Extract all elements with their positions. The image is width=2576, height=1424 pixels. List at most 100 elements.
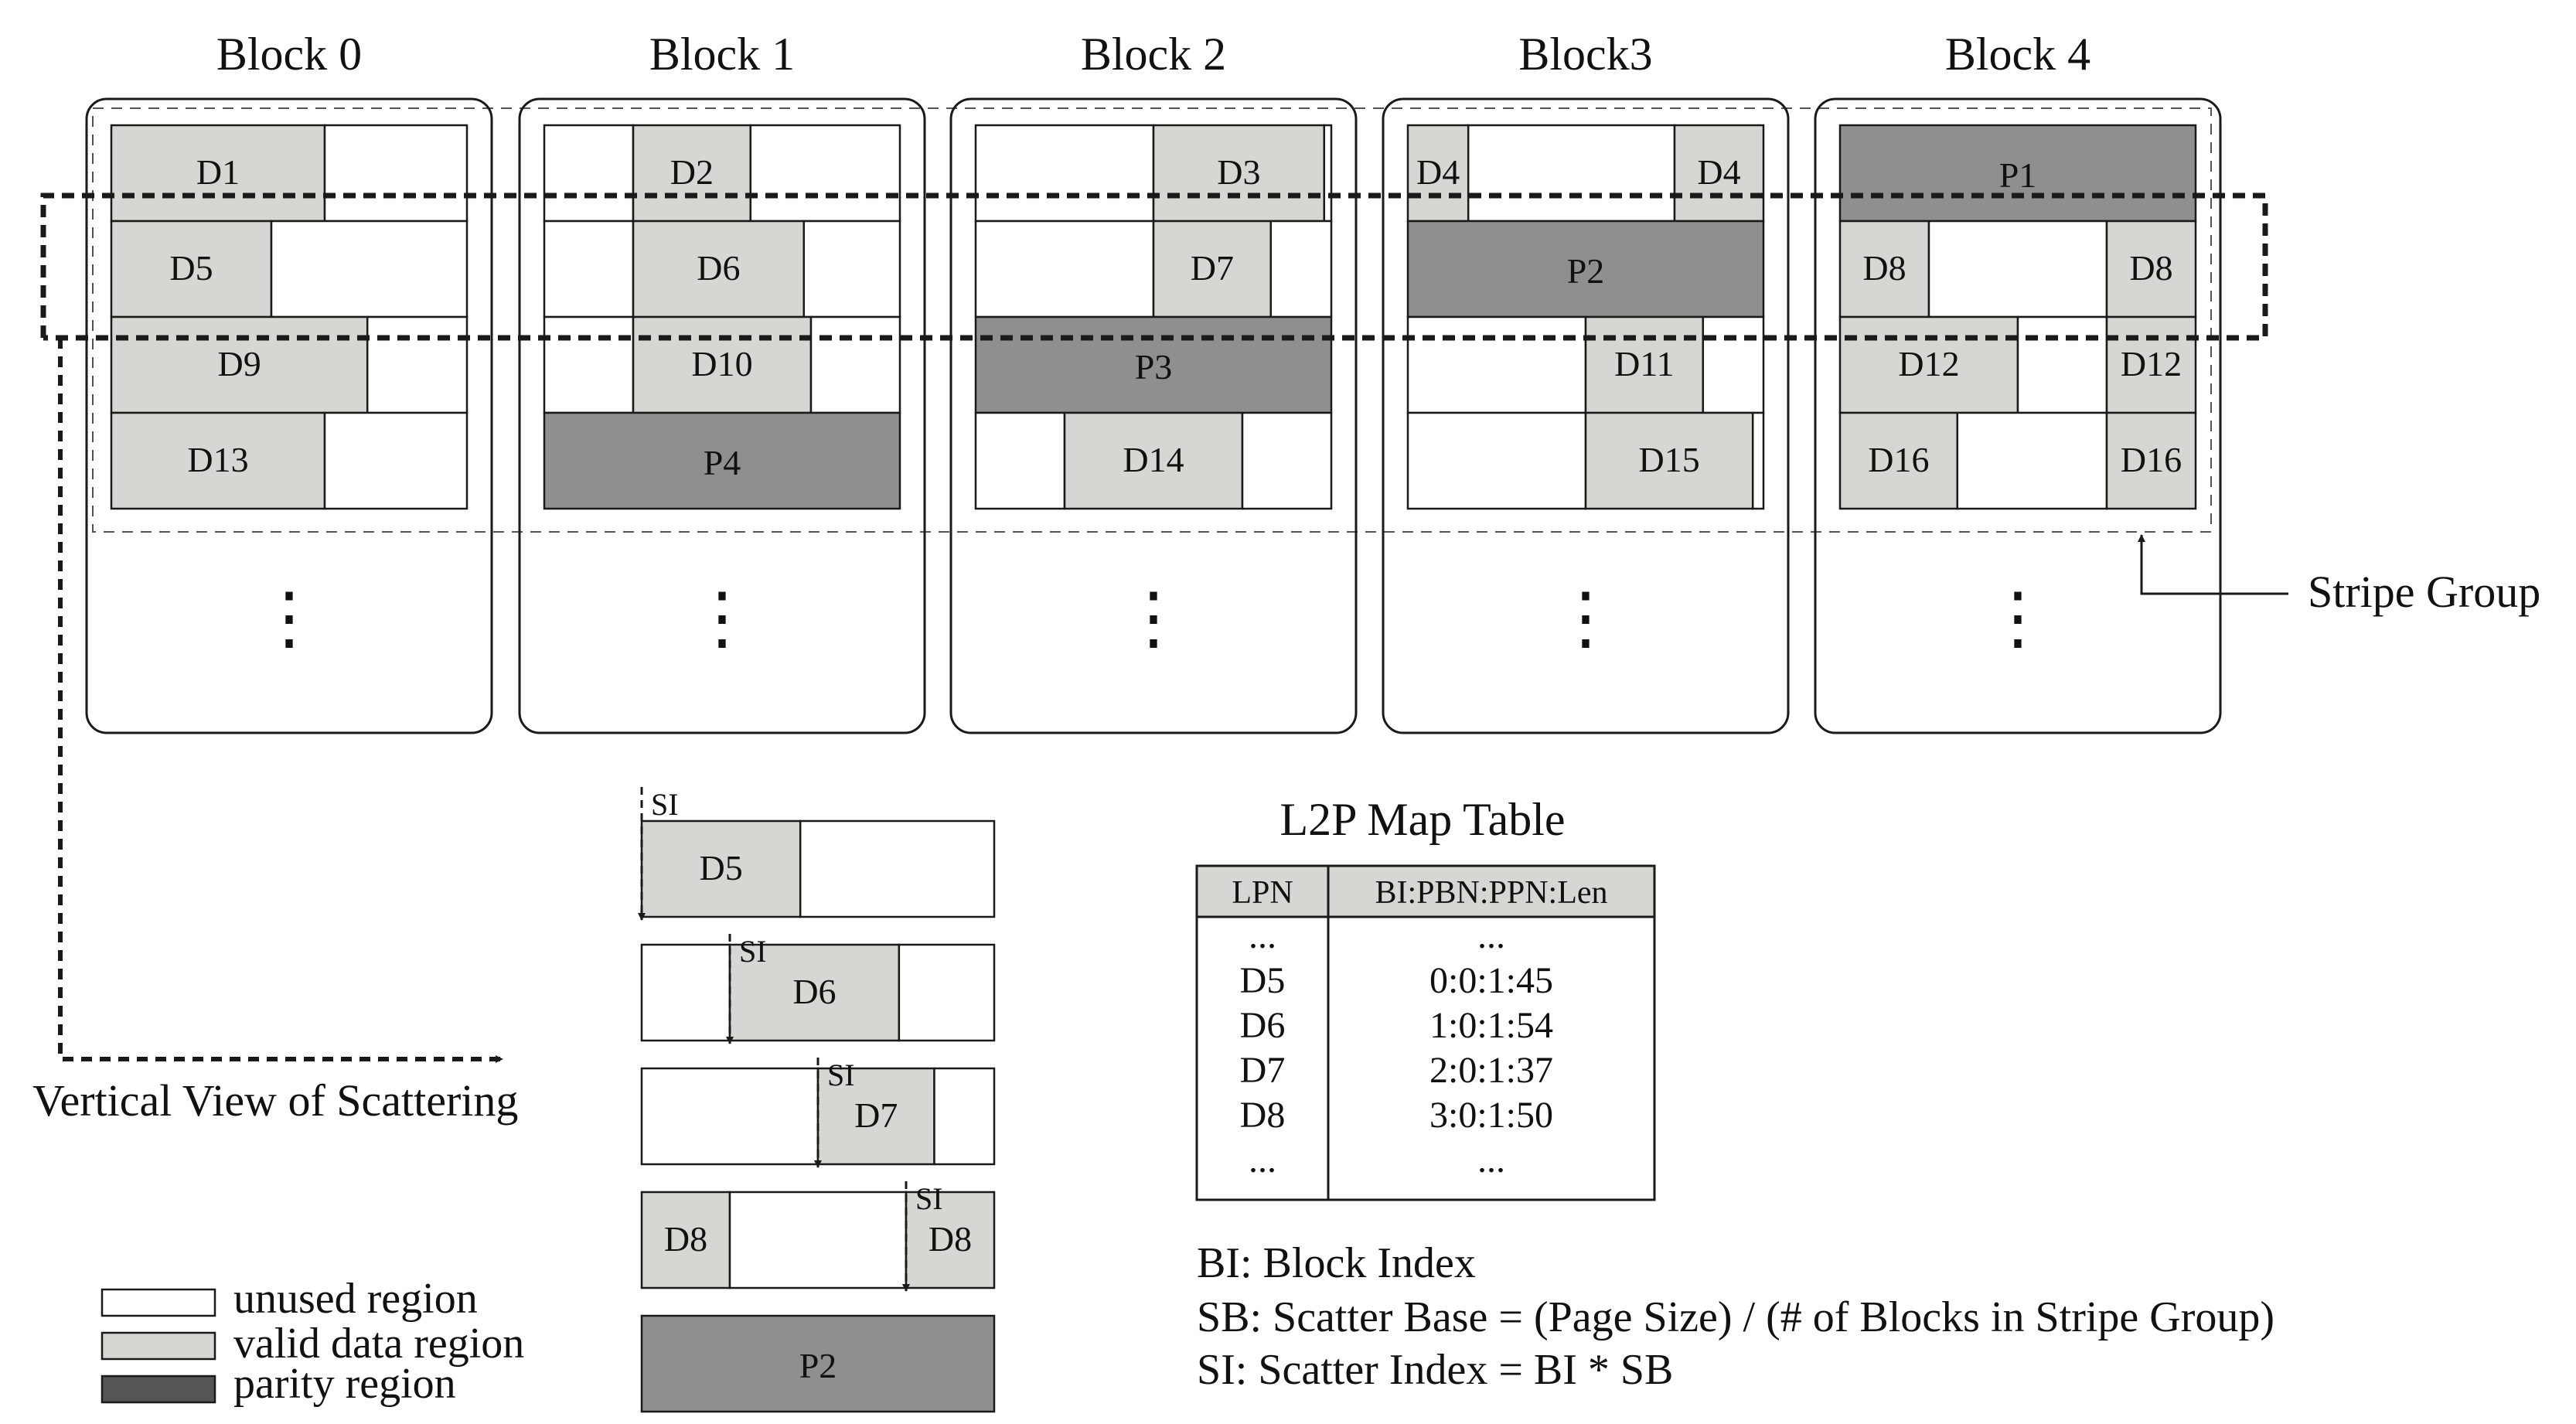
l2p-table-frame bbox=[1195, 864, 1656, 1201]
block-cell-segment bbox=[110, 315, 369, 414]
block-cell-segment-label: P3 bbox=[1135, 347, 1173, 387]
block-cell-segment bbox=[974, 411, 1066, 510]
block-cell-segment-label: P2 bbox=[1567, 251, 1605, 291]
l2p-cell-mapping: 2:0:1:37 bbox=[1429, 1050, 1553, 1091]
block-cell-segment-label: D13 bbox=[187, 440, 248, 479]
scatter-cell-segment-label: P2 bbox=[799, 1346, 837, 1385]
block-frame bbox=[518, 97, 926, 734]
scatter-cell-segment-label: D8 bbox=[664, 1219, 707, 1259]
l2p-table-title: L2P Map Table bbox=[1279, 794, 1565, 845]
stripe-group-pointer bbox=[2138, 534, 2288, 595]
block-frame bbox=[1382, 97, 1790, 734]
block-cell-segment bbox=[749, 124, 901, 223]
block-cell-segment bbox=[1323, 124, 1333, 223]
block-cell-segment bbox=[543, 124, 635, 223]
block-cell-segment bbox=[1751, 411, 1765, 510]
scatter-index-label: SI bbox=[827, 1058, 855, 1092]
block-cell-segment-label: D11 bbox=[1614, 344, 1675, 383]
block-cell-segment bbox=[1406, 124, 1470, 223]
block-cell-segment bbox=[1406, 411, 1587, 510]
block-cell-segment bbox=[366, 315, 469, 414]
scatter-index-label: SI bbox=[915, 1181, 943, 1216]
block-cell-segment bbox=[2105, 220, 2197, 319]
scatter-cell-segment bbox=[640, 1191, 731, 1289]
block-cell-segment-label: P1 bbox=[1999, 155, 2037, 195]
block-cell-segment-label: D6 bbox=[697, 248, 740, 288]
block-title: Block 0 bbox=[216, 29, 362, 80]
definition-sb: SB: Scatter Base = (Page Size) / (# of B… bbox=[1197, 1293, 2274, 1341]
block-cell-segment bbox=[974, 315, 1333, 414]
block-cell-segment-label: D12 bbox=[1898, 344, 1959, 383]
legend-swatch bbox=[101, 1331, 216, 1361]
block-cell-segment bbox=[1838, 124, 2197, 223]
block-cell-segment bbox=[809, 315, 901, 414]
block-cell-segment bbox=[1584, 411, 1754, 510]
ellipsis-icon: ⋮ bbox=[687, 581, 757, 657]
scatter-cell-segment bbox=[816, 1067, 935, 1166]
block-cell-segment bbox=[1406, 315, 1587, 414]
block-cell-segment bbox=[1152, 124, 1326, 223]
block-cell-segment-label: D3 bbox=[1217, 152, 1260, 192]
block-cell-segment bbox=[543, 220, 635, 319]
l2p-header-lpn: LPN bbox=[1232, 875, 1293, 911]
vertical-view-label: Vertical View of Scattering bbox=[32, 1075, 518, 1126]
l2p-table-header bbox=[1195, 864, 1656, 918]
block-title: Block 2 bbox=[1081, 29, 1226, 80]
scatter-index-label: SI bbox=[739, 934, 767, 969]
block-cell-segment bbox=[1584, 315, 1705, 414]
block-cell-segment-label: D14 bbox=[1123, 440, 1184, 479]
ellipsis-icon: ⋮ bbox=[254, 581, 324, 657]
block-cell-segment bbox=[323, 411, 469, 510]
block-cell-segment-label: D8 bbox=[1862, 248, 1906, 288]
stripe-group-label: Stripe Group bbox=[2308, 567, 2540, 617]
ellipsis-icon: ⋮ bbox=[1983, 581, 2053, 657]
l2p-cell-lpn: D6 bbox=[1240, 1005, 1286, 1046]
scatter-cell-segment-label: D8 bbox=[929, 1219, 972, 1259]
block-cell-segment bbox=[1467, 124, 1676, 223]
l2p-cell-mapping: 0:0:1:45 bbox=[1429, 960, 1553, 1001]
block-cell-segment-label: D12 bbox=[2121, 344, 2182, 383]
stripe-group-outline bbox=[92, 107, 2212, 533]
scatter-cell-segment bbox=[905, 1191, 996, 1289]
legend-label-parity: parity region bbox=[233, 1360, 456, 1408]
block-cell-segment bbox=[110, 411, 326, 510]
block-cell-segment-label: D4 bbox=[1697, 152, 1740, 192]
block-cell-segment bbox=[974, 220, 1155, 319]
block-cell-segment bbox=[1956, 411, 2108, 510]
block-title: Block3 bbox=[1518, 29, 1652, 80]
block-cell-segment bbox=[1152, 220, 1273, 319]
scatter-cell-segment-label: D5 bbox=[699, 848, 742, 887]
block-cell-segment-label: P4 bbox=[704, 443, 741, 482]
block-cell-segment-label: D1 bbox=[196, 152, 240, 192]
legend-label-unused: unused region bbox=[233, 1275, 478, 1323]
legend-label-valid: valid data region bbox=[233, 1320, 524, 1368]
block-title: Block 1 bbox=[649, 29, 795, 80]
block-cell-segment-label: D5 bbox=[169, 248, 213, 288]
scatter-cell-segment bbox=[640, 1067, 819, 1166]
block-cell-segment bbox=[632, 124, 752, 223]
block-cell-segment bbox=[323, 124, 469, 223]
legend-swatch bbox=[101, 1288, 216, 1317]
l2p-cell-mapping: 1:0:1:54 bbox=[1429, 1005, 1553, 1046]
block-cell-segment bbox=[632, 220, 806, 319]
block-cell-segment bbox=[1702, 315, 1765, 414]
scatter-cell-segment bbox=[728, 1191, 908, 1289]
block-cell-segment-label: D16 bbox=[2121, 440, 2182, 479]
block-cell-segment bbox=[543, 411, 901, 510]
block-cell-segment bbox=[110, 124, 326, 223]
scatter-cell-segment bbox=[640, 943, 731, 1042]
block-cell-segment bbox=[1838, 220, 1930, 319]
block-cell-segment bbox=[802, 220, 901, 319]
l2p-cell-lpn: D7 bbox=[1240, 1050, 1286, 1091]
ellipsis-icon: ⋮ bbox=[1551, 581, 1620, 657]
block-cell-segment bbox=[1927, 220, 2108, 319]
block-frame bbox=[1814, 97, 2222, 734]
block-cell-segment bbox=[1838, 315, 2019, 414]
l2p-cell-mapping: ... bbox=[1477, 915, 1505, 956]
scatter-cell-segment bbox=[799, 819, 996, 918]
definition-si: SI: Scatter Index = BI * SB bbox=[1197, 1346, 1673, 1394]
scatter-cell-segment-label: D7 bbox=[854, 1095, 898, 1135]
l2p-cell-mapping: ... bbox=[1477, 1140, 1505, 1180]
